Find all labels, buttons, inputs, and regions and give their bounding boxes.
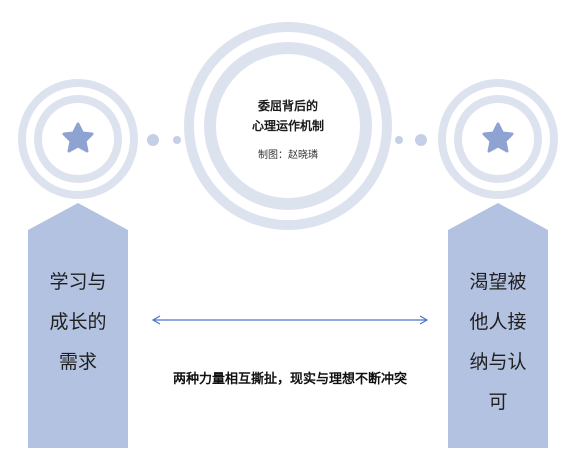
left-connector-dot (147, 134, 159, 146)
left-panel-shape (28, 203, 128, 448)
left-panel-line: 学习与 (49, 271, 107, 293)
star-icon (482, 122, 514, 153)
left-panel-line: 成长的 (49, 311, 107, 333)
right-panel-line: 可 (488, 391, 508, 413)
center-title-line-1: 委屈背后的 (257, 99, 318, 113)
right-connector-dot (395, 136, 403, 144)
star-icon (62, 122, 94, 153)
right-panel-line: 渴望被 (469, 271, 527, 293)
left-target-circle (18, 79, 138, 199)
right-panel-text: 渴望被 他人接 纳与认 可 (448, 262, 548, 422)
right-panel-shape (448, 203, 548, 448)
center-target-circle (184, 22, 392, 230)
left-panel-text: 学习与 成长的 需求 (28, 262, 128, 382)
tension-caption: 两种力量相互撕扯，现实与理想不断冲突 (172, 372, 407, 387)
right-target-circle (438, 79, 558, 199)
center-title-line-2: 心理运作机制 (251, 119, 324, 133)
right-connector-dot (415, 134, 427, 146)
right-panel-line: 纳与认 (469, 351, 527, 373)
left-connector-dot (173, 136, 181, 144)
center-credit: 制图：赵晓璘 (258, 150, 318, 161)
center-title: 委屈背后的 心理运作机制 (208, 96, 368, 136)
right-panel-line: 他人接 (469, 311, 527, 333)
double-arrow (151, 315, 429, 325)
left-panel-line: 需求 (58, 351, 97, 373)
